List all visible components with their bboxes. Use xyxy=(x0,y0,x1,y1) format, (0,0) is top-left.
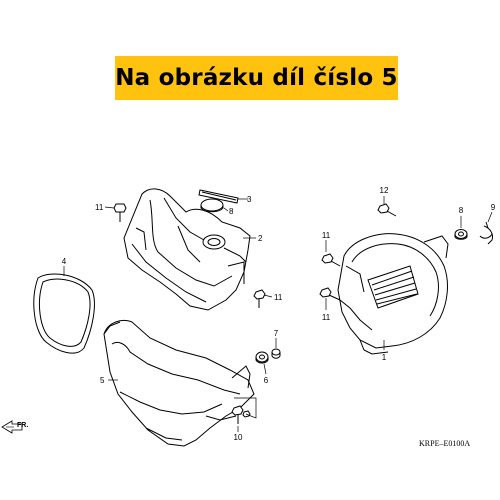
bolt-10 xyxy=(231,405,251,424)
banner-text: Na obrázku díl číslo 5 xyxy=(115,65,398,91)
leader-bracket xyxy=(234,397,257,419)
part-number-banner: Na obrázku díl číslo 5 xyxy=(115,56,398,100)
callout-11-right-lower: 11 xyxy=(322,313,331,322)
leader-11-top-left xyxy=(104,206,115,209)
leader-9 xyxy=(487,211,493,223)
leader-lines xyxy=(63,196,493,432)
drawing-code: KRPE–E0100A xyxy=(419,439,470,448)
callout-10: 10 xyxy=(234,433,243,442)
part-5-lower-shroud xyxy=(103,320,255,447)
callout-1: 1 xyxy=(382,353,387,362)
bolt-11-middle xyxy=(253,289,266,308)
callout-2: 2 xyxy=(258,234,263,243)
part-2-upper-shroud xyxy=(123,188,251,311)
callout-9: 9 xyxy=(491,203,496,212)
callout-11-top-left: 11 xyxy=(95,203,104,212)
callout-3: 3 xyxy=(247,195,252,204)
part-4-seal xyxy=(33,273,95,354)
front-label: FR. xyxy=(17,422,28,429)
front-direction-marker: FR. xyxy=(1,420,28,434)
part-3-strip xyxy=(198,189,239,204)
callout-7: 7 xyxy=(274,329,279,338)
bolt-11-top-left xyxy=(113,203,127,222)
part-6-grommet xyxy=(255,351,269,364)
callout-4: 4 xyxy=(62,257,67,266)
part-7-collar xyxy=(271,348,281,359)
part-8-grommet-right xyxy=(454,229,468,240)
leader-8-center xyxy=(223,207,229,212)
callout-11-right-upper: 11 xyxy=(322,231,331,240)
callout-8-center: 8 xyxy=(229,207,234,216)
callout-6: 6 xyxy=(264,376,269,385)
callout-12: 12 xyxy=(380,186,389,195)
callout-5: 5 xyxy=(100,376,105,385)
bolt-12 xyxy=(377,203,397,217)
part-9-clamp xyxy=(479,221,493,245)
part-1-fan-cover xyxy=(337,233,449,355)
leader-6 xyxy=(263,363,267,375)
callout-11-middle: 11 xyxy=(274,293,283,302)
part-8-grommet xyxy=(200,198,224,213)
leader-11-middle xyxy=(263,294,273,298)
callout-8-right: 8 xyxy=(459,206,464,215)
bolt-11-right-lower xyxy=(319,287,341,301)
bolt-11-right-upper xyxy=(321,253,341,267)
